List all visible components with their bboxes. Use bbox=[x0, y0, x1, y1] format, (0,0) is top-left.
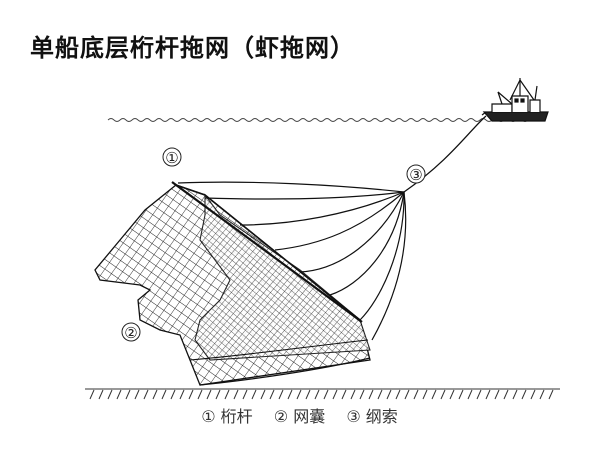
legend-item-net: ② 网囊 bbox=[273, 407, 326, 426]
seabed-hatch-mark bbox=[548, 389, 554, 400]
seabed-hatch-mark bbox=[233, 389, 239, 400]
net-body bbox=[94, 184, 371, 386]
seabed-hatch-mark bbox=[260, 389, 266, 400]
legend-item-beam: ① 桁杆 bbox=[201, 407, 253, 426]
seabed-hatch-mark bbox=[359, 389, 365, 400]
seabed-hatch-mark bbox=[377, 389, 383, 400]
seabed-hatch-mark bbox=[332, 389, 338, 400]
seabed-hatch-mark bbox=[530, 389, 536, 400]
seabed-hatch-mark bbox=[413, 389, 419, 400]
seabed-hatch-mark bbox=[269, 389, 275, 400]
seabed-hatch-mark bbox=[98, 389, 104, 400]
bridle-lines bbox=[177, 181, 407, 341]
seabed-hatch-mark bbox=[206, 389, 212, 400]
seabed-hatch-mark bbox=[179, 389, 185, 400]
seabed-hatch-mark bbox=[521, 389, 527, 400]
seabed-hatch-mark bbox=[287, 389, 293, 400]
seabed-hatch-mark bbox=[251, 389, 257, 400]
seabed-hatch-mark bbox=[539, 389, 545, 400]
seabed-hatch-mark bbox=[422, 389, 428, 400]
seabed-hatch-mark bbox=[341, 389, 347, 400]
callout-beam: ① bbox=[165, 149, 178, 167]
seabed-hatch-mark bbox=[503, 389, 509, 400]
seabed-hatch-mark bbox=[449, 389, 455, 400]
seabed-hatch-mark bbox=[467, 389, 473, 400]
legend: ① 桁杆 ② 网囊 ③ 纲索 bbox=[0, 403, 599, 427]
seabed-hatch-mark bbox=[386, 389, 392, 400]
callout-warp: ③ bbox=[409, 166, 422, 184]
seabed-hatch-mark bbox=[152, 389, 158, 400]
fishing-boat-icon bbox=[481, 78, 549, 122]
seabed-hatch-mark bbox=[395, 389, 401, 400]
seabed-hatch-mark bbox=[215, 389, 221, 400]
seabed-hatch-mark bbox=[305, 389, 311, 400]
seabed-hatch-mark bbox=[323, 389, 329, 400]
water-surface bbox=[107, 118, 535, 122]
diagram-title: 单船底层桁杆拖网（虾拖网） bbox=[30, 34, 355, 62]
seabed-hatch-mark bbox=[188, 389, 194, 400]
seabed-hatch-mark bbox=[350, 389, 356, 400]
seabed-hatch-mark bbox=[494, 389, 500, 400]
seabed-hatch-mark bbox=[431, 389, 437, 400]
seabed-hatch-mark bbox=[125, 389, 131, 400]
seabed-hatch-mark bbox=[296, 389, 302, 400]
seabed-hatch-mark bbox=[197, 389, 203, 400]
seabed-hatch-mark bbox=[161, 389, 167, 400]
seabed bbox=[85, 388, 560, 400]
seabed-hatch-mark bbox=[89, 389, 95, 400]
seabed-hatch-mark bbox=[458, 389, 464, 400]
seabed-hatch-mark bbox=[440, 389, 446, 400]
seabed-hatch-mark bbox=[116, 389, 122, 400]
callout-net: ② bbox=[124, 324, 137, 342]
seabed-hatch-mark bbox=[476, 389, 482, 400]
seabed-hatch-mark bbox=[512, 389, 518, 400]
seabed-hatch-mark bbox=[134, 389, 140, 400]
seabed-hatch-mark bbox=[242, 389, 248, 400]
seabed-hatch-mark bbox=[107, 389, 113, 400]
beam-pole bbox=[171, 181, 363, 323]
callout-net-marker bbox=[121, 322, 141, 342]
legend-item-warp: ③ 纲索 bbox=[346, 407, 398, 426]
seabed-hatch-mark bbox=[170, 389, 176, 400]
seabed-hatch-mark bbox=[314, 389, 320, 400]
seabed-hatch-mark bbox=[278, 389, 284, 400]
callout-beam-marker bbox=[162, 147, 182, 167]
seabed-hatch-mark bbox=[485, 389, 491, 400]
seabed-hatch-mark bbox=[404, 389, 410, 400]
seabed-hatch-mark bbox=[143, 389, 149, 400]
seabed-hatch-mark bbox=[224, 389, 230, 400]
callout-warp-marker bbox=[406, 164, 426, 184]
seabed-hatch-mark bbox=[368, 389, 374, 400]
